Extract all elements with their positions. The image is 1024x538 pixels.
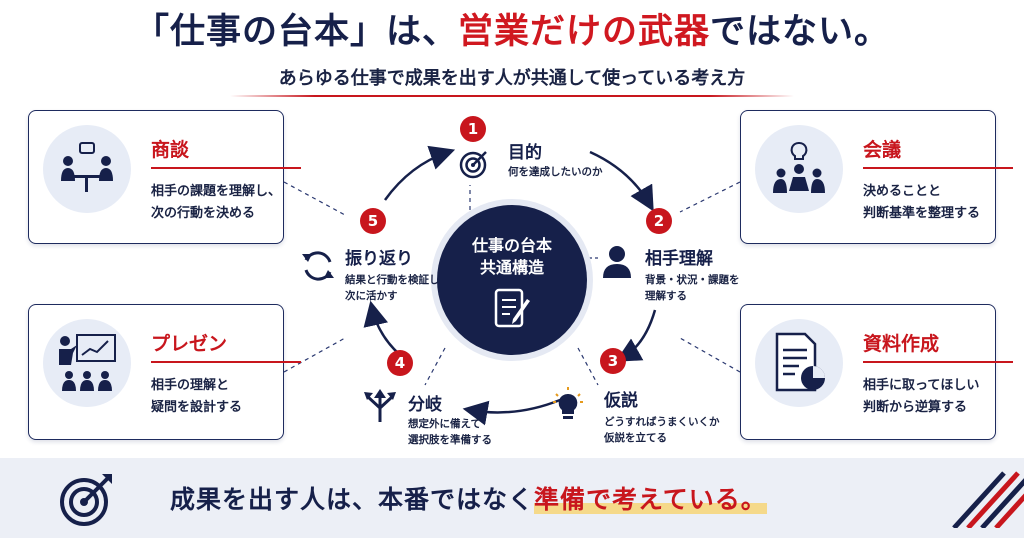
card-presen: プレゼン 相手の理解と 疑問を設計する [28,304,301,440]
meeting-people-icon [61,142,113,192]
banner-text: 成果を出す人は、本番ではなく準備で考えている。 [170,480,767,516]
step-number-2: 2 [646,208,672,234]
branch-arrows-icon [364,389,396,422]
page-title: 「仕事の台本」は、営業だけの武器ではない。 [0,8,1024,56]
card-title: 商談 [151,139,190,161]
document-pen-icon [494,288,530,328]
card-rule [151,167,301,169]
banner-highlight: 準備で考えている。 [534,485,767,514]
step-desc-4: 想定外に備えて 選択肢を準備する [408,418,492,446]
banner-main: 成果を出す人は、本番ではなく [170,485,535,514]
step-desc-2: 背景・状況・課題を 理解する [645,274,740,302]
step-title-4: 分岐 [408,395,442,415]
card-title: 資料作成 [863,333,940,355]
step-number-1: 1 [460,116,486,142]
card-shiryo: 資料作成 相手に取ってほしい 判断から逆算する [740,304,1013,440]
card-rule [863,361,1013,363]
target-icon [459,151,487,179]
title-part2: 営業だけの武器 [457,12,710,52]
target-arrow-icon [60,474,112,526]
card-desc: 相手の理解と 疑問を設計する [151,378,243,415]
card-title: 会議 [863,139,902,161]
card-rule [863,167,1013,169]
step-number-5: 5 [360,208,386,234]
step-number-4: 4 [387,350,413,376]
subtitle: あらゆる仕事で成果を出す人が共通して使っている考え方 [278,68,746,89]
card-rule [151,361,301,363]
lightbulb-icon [553,387,583,419]
step-desc-5: 結果と行動を検証し 次に活かす [345,274,440,302]
card-desc: 相手に取ってほしい 判断から逆算する [863,378,980,415]
person-icon [603,246,631,278]
step-number-3: 3 [600,348,626,374]
subtitle-underline [230,95,794,97]
step-title-5: 振り返り [345,249,413,269]
step-desc-1: 何を達成したいのか [508,166,603,178]
step-title-3: 仮説 [604,391,638,411]
step-title-2: 相手理解 [645,249,713,269]
title-part3: ではない。 [710,12,891,52]
conference-table-icon [773,142,825,193]
card-shodan: 商談 相手の課題を理解し、 次の行動を決める [28,110,301,244]
card-desc: 決めることと 判断基準を整理する [863,184,981,221]
card-illustration [43,125,131,213]
document-chart-icon [775,332,825,392]
card-illustration [755,125,843,213]
center-label: 仕事の台本 共通構造 [471,236,552,277]
card-illustration [755,319,843,407]
title-part1: 「仕事の台本」は、 [133,12,458,52]
step-title-1: 目的 [508,143,542,163]
card-desc: 相手の課題を理解し、 次の行動を決める [151,184,282,221]
decorative-stripes [952,471,1024,528]
card-illustration [43,319,131,407]
step-desc-3: どうすればうまくいくか 仮説を立てる [604,416,720,444]
center-core: 仕事の台本 共通構造 [437,205,587,355]
bottom-banner: 成果を出す人は、本番ではなく準備で考えている。 [0,458,1024,538]
refresh-icon [302,251,334,281]
card-title: プレゼン [151,333,228,355]
presenter-icon [59,334,116,391]
card-kaigi: 会議 決めることと 判断基準を整理する [740,110,1013,244]
